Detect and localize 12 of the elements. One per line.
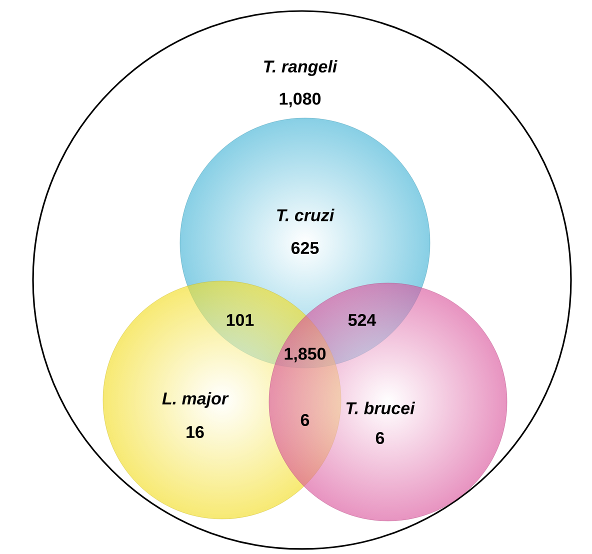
set-name: L. major [162, 392, 229, 408]
set-name: T. rangeli [264, 60, 338, 76]
count: 625 [291, 242, 319, 254]
count: 1,850 [284, 348, 326, 362]
set-name: T. brucei [346, 402, 416, 414]
count: 524 [348, 314, 376, 326]
count: 1,080 [280, 92, 321, 108]
count: 16 [186, 426, 204, 438]
count: 101 [226, 314, 254, 326]
set-name: T. cruzi [277, 208, 334, 222]
count: 6 [300, 414, 310, 426]
count: 6 [376, 432, 384, 444]
